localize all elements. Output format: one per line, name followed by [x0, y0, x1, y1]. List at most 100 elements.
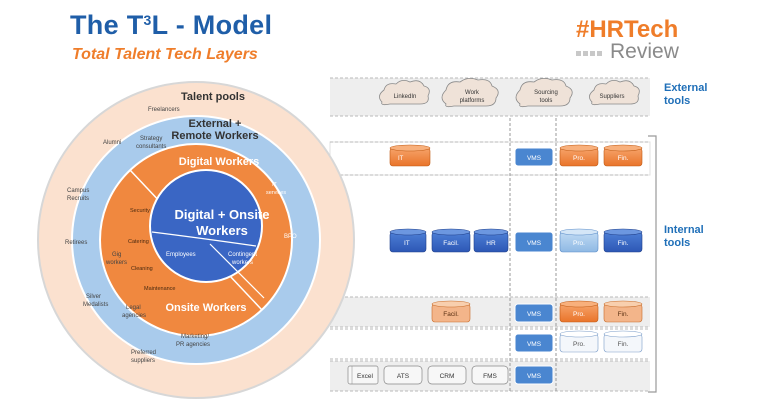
label-security: Security [130, 208, 150, 214]
label-silver-2: Medalists [83, 302, 108, 308]
ring-title-center-2: Workers [196, 223, 248, 238]
ring-title-digital: Digital Workers [179, 156, 260, 168]
db-label-row5-crm: CRM [440, 373, 455, 380]
db-row1-fin [603, 144, 643, 167]
db-label-row1-pro: Pro. [573, 155, 585, 162]
label-campus-1: Campus [67, 188, 89, 194]
db-row3-pro [559, 300, 599, 323]
db-label-row5-vms: VMS [527, 373, 542, 380]
cloud-work-platforms [441, 78, 499, 108]
db-row2-pro [559, 228, 599, 253]
db-label-row3-facil: Facil. [443, 311, 459, 318]
db-label-row2-vms: VMS [527, 240, 542, 247]
db-row1-vms [514, 147, 554, 167]
label-preferred-1: Preferred [131, 350, 156, 356]
db-label-row5-ats: ATS [397, 373, 410, 380]
db-row2-hr [473, 228, 509, 253]
brand-dots-icon [576, 51, 602, 56]
label-maintenance: Maintenance [144, 286, 176, 292]
db-row4-fin [603, 330, 643, 353]
db-row4-pro [559, 330, 599, 353]
db-label-row2-it: IT [404, 240, 410, 247]
db-row4-vms [514, 333, 554, 353]
cloud-linkedin [379, 80, 430, 106]
cloud-label-sourcing-1: Sourcing [534, 90, 558, 96]
label-preferred-2: suppliers [131, 358, 155, 364]
cloud-sourcing-tools [515, 78, 573, 108]
label-cleaning: Cleaning [131, 266, 153, 272]
cloud-label-suppliers: Suppliers [599, 94, 624, 100]
label-silver-1: Silver [86, 294, 101, 300]
db-label-row2-hr: HR [486, 240, 496, 247]
label-retirees: Retirees [65, 240, 87, 246]
ring-title-external: External + [189, 118, 242, 130]
band-row1 [329, 141, 651, 176]
label-contingent-2: workers [231, 260, 253, 266]
db-row2-it [389, 228, 427, 253]
label-gig-2: workers [105, 260, 127, 266]
label-it-services-1: IT [272, 182, 278, 188]
db-row2-vms [514, 231, 554, 253]
label-bpo: BPO [284, 234, 297, 240]
internal-tools-bracket [648, 135, 657, 393]
cloud-label-linkedin: LinkedIn [394, 94, 417, 100]
db-row5-ats [383, 365, 423, 385]
db-row3-vms [514, 303, 554, 323]
sidebar-internal-tools: Internal tools [664, 224, 704, 249]
db-label-row3-pro: Pro. [573, 311, 585, 318]
ring-title-center-1: Digital + Onsite [175, 207, 270, 222]
cloud-label-sourcing-2: tools [540, 98, 553, 104]
ring-title-onsite: Onsite Workers [165, 302, 246, 314]
label-legal-2: agencies [122, 313, 146, 319]
db-label-row1-vms: VMS [527, 155, 542, 162]
ring-title-remote: Remote Workers [171, 130, 258, 142]
db-label-row4-pro: Pro. [573, 341, 585, 348]
db-row1-pro [559, 144, 599, 167]
db-label-row1-it: IT [398, 156, 404, 162]
db-label-row3-vms: VMS [527, 311, 542, 318]
brand-word: Review [610, 40, 679, 63]
db-row3-fin [603, 300, 643, 323]
label-freelancers: Freelancers [148, 107, 180, 113]
db-row5-excel [347, 365, 379, 385]
brand-hashtag: #HRTech [576, 16, 679, 43]
cloud-label-work-1: Work [465, 90, 480, 96]
db-row5-vms [514, 365, 554, 385]
sidebar-external-tools: External tools [664, 82, 708, 107]
db-label-row2-pro: Pro. [573, 240, 585, 247]
label-contingent-1: Contingent [228, 252, 257, 258]
db-row5-fms [471, 365, 509, 385]
db-label-row4-vms: VMS [527, 341, 542, 348]
ring-core [149, 169, 263, 283]
db-label-row4-fin: Fin. [618, 341, 629, 348]
band-row3 [330, 297, 650, 327]
label-marketing-2: PR agencies [176, 342, 210, 348]
ring-title-talent-pools: Talent pools [181, 91, 245, 103]
label-catering: Catering [128, 239, 149, 245]
db-label-row1-fin: Fin. [618, 155, 629, 162]
cloud-label-work-2: platforms [460, 98, 485, 104]
db-row3-facil [431, 300, 471, 323]
db-label-row2-fin: Fin. [618, 240, 629, 247]
db-label-row5-excel: Excel [357, 373, 373, 380]
label-strategy-1: Strategy [140, 136, 162, 142]
label-alumni: Alumni [103, 140, 121, 146]
label-it-services-2: services [266, 190, 286, 196]
db-label-row5-fms: FMS [483, 373, 497, 380]
page-subtitle: Total Talent Tech Layers [72, 46, 258, 63]
page-title: The T3L - Model [70, 10, 273, 40]
cloud-suppliers [589, 80, 640, 106]
label-legal-1: Legal [126, 305, 141, 311]
db-label-row2-facil: Facil. [443, 240, 459, 247]
db-row5-crm [427, 365, 467, 385]
label-strategy-2: consultants [136, 144, 166, 150]
db-row2-fin [603, 228, 643, 253]
db-label-row3-fin: Fin. [618, 311, 629, 318]
label-employees: Employees [166, 252, 196, 258]
label-campus-2: Recruits [67, 196, 89, 202]
label-marketing-1: Marketing/ [181, 334, 209, 340]
db-row2-facil [431, 228, 471, 253]
db-row1-it [389, 144, 431, 167]
label-gig-1: Gig [112, 252, 121, 258]
